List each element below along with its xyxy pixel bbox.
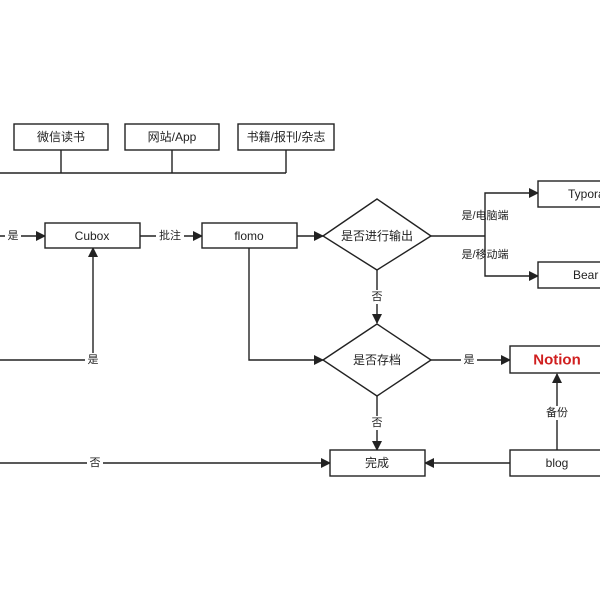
edges bbox=[0, 150, 562, 468]
edge-label-backup: 备份 bbox=[546, 405, 568, 419]
edge-label-yes-left-cubox: 是 bbox=[88, 353, 99, 366]
node-typora[interactable]: Typora bbox=[537, 180, 600, 208]
edge-label-yes-notion-group: 是 bbox=[461, 353, 477, 367]
edge-output-to-typora bbox=[484, 188, 539, 236]
edge-labels: 是 批注 是/电脑端 是/移动端 否 是 是 否 备份 bbox=[5, 209, 571, 470]
node-bear-label: Bear bbox=[573, 268, 598, 282]
edge-output-to-bear bbox=[484, 236, 539, 281]
node-cubox-label: Cubox bbox=[75, 229, 110, 243]
node-weixin-dushu-label: 微信读书 bbox=[37, 130, 85, 144]
edge-label-annotate: 批注 bbox=[159, 228, 181, 242]
node-archive-decision-label: 是否存档 bbox=[353, 353, 401, 367]
nodes: 微信读书 网站/App 书籍/报刊/杂志 Cubox flomo 是否进行输出 … bbox=[13, 123, 600, 477]
node-bear[interactable]: Bear bbox=[537, 261, 600, 289]
node-flomo[interactable]: flomo bbox=[201, 222, 298, 249]
node-flomo-label: flomo bbox=[234, 229, 264, 243]
edge-label-yes-to-cubox-group: 是 bbox=[5, 229, 21, 243]
edge-left-up-to-cubox bbox=[0, 247, 98, 361]
edge-label-backup-group: 备份 bbox=[543, 405, 571, 420]
edge-label-yes-to-cubox: 是 bbox=[8, 229, 19, 242]
edge-label-no-output-group: 否 bbox=[369, 290, 385, 304]
edge-label-yes-pc-group: 是/电脑端 bbox=[461, 209, 508, 222]
node-typora-label: Typora bbox=[568, 187, 600, 201]
edge-label-yes-mobile: 是/移动端 bbox=[461, 248, 508, 261]
edge-label-yes-pc: 是/电脑端 bbox=[461, 209, 508, 222]
node-blog[interactable]: blog bbox=[509, 449, 600, 477]
node-done[interactable]: 完成 bbox=[329, 449, 426, 477]
node-output-decision-label: 是否进行输出 bbox=[341, 228, 413, 243]
edge-label-yes-notion: 是 bbox=[464, 353, 475, 366]
node-website-app[interactable]: 网站/App bbox=[124, 123, 220, 151]
node-archive-decision[interactable]: 是否存档 bbox=[321, 323, 433, 397]
node-notion[interactable]: Notion bbox=[509, 345, 600, 374]
node-cubox[interactable]: Cubox bbox=[44, 222, 141, 249]
edge-label-no-output: 否 bbox=[372, 291, 383, 303]
edge-label-no-left: 否 bbox=[90, 457, 101, 469]
node-blog-label: blog bbox=[546, 456, 569, 470]
edge-label-no-left-group: 否 bbox=[87, 456, 103, 470]
node-done-label: 完成 bbox=[365, 455, 389, 470]
node-books[interactable]: 书籍/报刊/杂志 bbox=[237, 123, 335, 151]
edge-flomo-to-archive bbox=[248, 247, 324, 365]
edge-label-annotate-group: 批注 bbox=[156, 228, 184, 243]
edge-label-yes-mobile-group: 是/移动端 bbox=[461, 248, 508, 261]
edge-label-yes-left-cubox-group: 是 bbox=[85, 353, 101, 367]
node-output-decision[interactable]: 是否进行输出 bbox=[321, 198, 433, 271]
node-books-label: 书籍/报刊/杂志 bbox=[247, 129, 326, 144]
node-website-app-label: 网站/App bbox=[148, 130, 197, 144]
node-weixin-dushu[interactable]: 微信读书 bbox=[13, 123, 109, 151]
edge-label-no-archive-group: 否 bbox=[369, 416, 385, 430]
node-notion-label: Notion bbox=[533, 352, 580, 369]
edge-label-no-archive: 否 bbox=[372, 417, 383, 429]
